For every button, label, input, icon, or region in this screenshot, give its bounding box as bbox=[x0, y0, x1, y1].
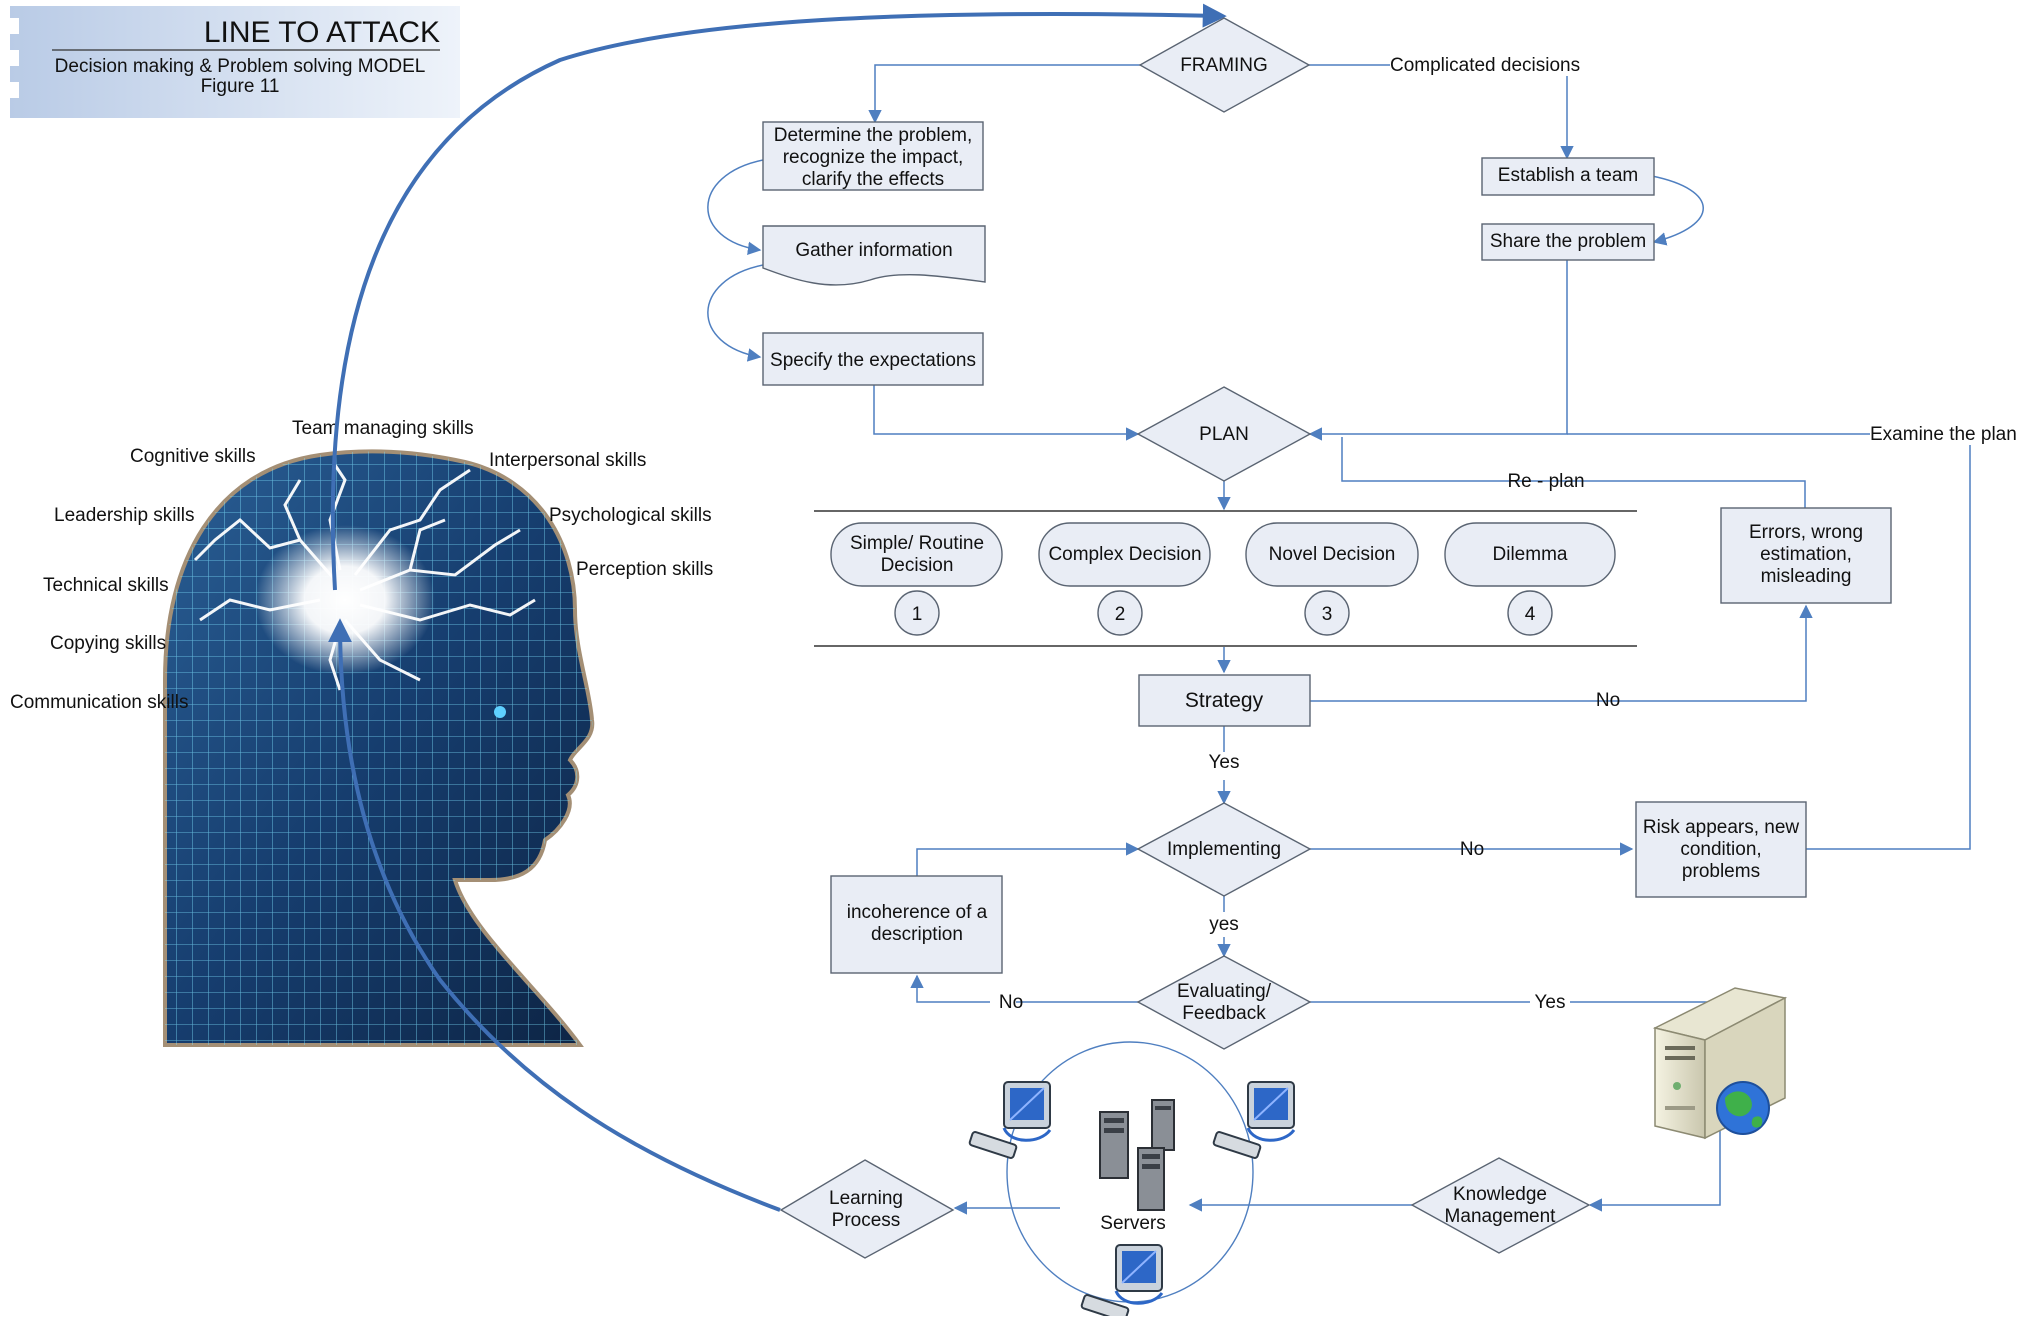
computer-monitor-icon bbox=[1212, 1081, 1296, 1159]
line-to-attack-arrow bbox=[330, 3, 1227, 591]
plan-decision bbox=[1136, 386, 1312, 482]
risk-line: Risk appears, new bbox=[1643, 817, 1800, 838]
risk-box bbox=[1635, 801, 1807, 898]
decision-type-number bbox=[1507, 590, 1553, 636]
evaluating-line: Feedback bbox=[1182, 1003, 1266, 1024]
decision-type-pill bbox=[1038, 522, 1211, 587]
edge-label: No bbox=[1596, 690, 1620, 711]
computer-monitor-icon bbox=[1080, 1244, 1164, 1321]
examine-plan-label: Examine the plan bbox=[1870, 424, 2017, 445]
specify-expectations-box bbox=[762, 332, 984, 386]
computer-monitor-icon bbox=[968, 1081, 1052, 1159]
decision-type-label: Novel Decision bbox=[1269, 544, 1396, 565]
risk-line: condition, bbox=[1680, 839, 1761, 860]
decision-type-number-label: 3 bbox=[1322, 604, 1333, 625]
share-problem-box bbox=[1481, 223, 1655, 261]
skill-label: Technical skills bbox=[43, 575, 169, 596]
decision-type-label: Complex Decision bbox=[1048, 544, 1201, 565]
gather-label: Gather information bbox=[795, 240, 952, 261]
skill-label: Interpersonal skills bbox=[489, 450, 646, 471]
skill-label: Psychological skills bbox=[549, 505, 712, 526]
edge-label: Yes bbox=[1535, 992, 1566, 1013]
decision-type-label: Simple/ Routine bbox=[850, 533, 984, 554]
server-rack-icon bbox=[1099, 1099, 1175, 1211]
knowledge-line: Knowledge bbox=[1453, 1184, 1547, 1205]
incoherence-box bbox=[830, 875, 1003, 974]
decision-type-number bbox=[894, 590, 940, 636]
complicated-decisions-label: Complicated decisions bbox=[1390, 55, 1580, 76]
edge-label: Yes bbox=[1209, 752, 1240, 773]
implementing-label: Implementing bbox=[1167, 839, 1281, 860]
edge-label: yes bbox=[1209, 914, 1239, 935]
errors-box bbox=[1720, 507, 1892, 604]
skill-label: Leadership skills bbox=[54, 505, 194, 526]
errors-line: misleading bbox=[1761, 566, 1852, 587]
servers-label: Servers bbox=[1100, 1213, 1165, 1234]
figure-header: LINE TO ATTACK Decision making & Problem… bbox=[10, 6, 460, 118]
framing-label: FRAMING bbox=[1180, 55, 1268, 76]
decision-type-label: Decision bbox=[881, 555, 954, 576]
knowledge-management-decision bbox=[1410, 1157, 1591, 1254]
decision-type-pill bbox=[830, 522, 1003, 587]
skill-label: Perception skills bbox=[576, 559, 713, 580]
plan-label: PLAN bbox=[1199, 424, 1249, 445]
errors-line: estimation, bbox=[1760, 544, 1852, 565]
web-server-globe-icon bbox=[1652, 987, 1788, 1140]
skill-label: Copying skills bbox=[50, 633, 166, 654]
replan-label: Re - plan bbox=[1507, 471, 1584, 492]
risk-line: problems bbox=[1682, 861, 1760, 882]
decision-type-number-label: 4 bbox=[1525, 604, 1536, 625]
implementing-decision bbox=[1136, 802, 1312, 897]
figure-title: LINE TO ATTACK bbox=[204, 16, 440, 49]
skill-label: Team managing skills bbox=[292, 418, 474, 439]
determine-line: recognize the impact, bbox=[783, 147, 964, 168]
decision-type-number bbox=[1304, 590, 1350, 636]
learning-line: Process bbox=[832, 1210, 901, 1231]
decision-type-number-label: 1 bbox=[912, 604, 923, 625]
knowledge-line: Management bbox=[1445, 1206, 1557, 1227]
skill-label: Communication skills bbox=[10, 692, 188, 713]
figure-number: Figure 11 bbox=[201, 76, 280, 97]
edge-label: No bbox=[999, 992, 1023, 1013]
decision-type-pill bbox=[1444, 522, 1616, 587]
evaluating-line: Evaluating/ bbox=[1177, 981, 1272, 1002]
decision-type-pill bbox=[1245, 522, 1419, 587]
gather-information-box bbox=[762, 225, 986, 286]
decision-type-label: Dilemma bbox=[1493, 544, 1568, 565]
edge-label: No bbox=[1460, 839, 1484, 860]
decision-type-number bbox=[1097, 590, 1143, 636]
incoherence-line: description bbox=[871, 924, 963, 945]
determine-line: Determine the problem, bbox=[774, 125, 973, 146]
edge-labels: Yes No No yes No Yes bbox=[999, 690, 1620, 1013]
learning-process-decision bbox=[779, 1159, 955, 1259]
share-label: Share the problem bbox=[1490, 231, 1646, 252]
evaluating-decision bbox=[1136, 955, 1312, 1050]
incoherence-line: incoherence of a bbox=[847, 902, 988, 923]
flow-nodes: FRAMING Complicated decisions Determine … bbox=[762, 17, 2017, 1259]
errors-line: Errors, wrong bbox=[1749, 522, 1863, 543]
connectors bbox=[707, 64, 1971, 1303]
specify-label: Specify the expectations bbox=[770, 350, 976, 371]
determine-problem-box bbox=[762, 121, 984, 191]
determine-line: clarify the effects bbox=[802, 169, 944, 190]
human-head-illustration bbox=[163, 449, 595, 1047]
framing-decision bbox=[1138, 17, 1311, 113]
strategy-box bbox=[1138, 674, 1311, 727]
decision-types: Simple/ Routine Decision 1 Complex Decis… bbox=[830, 522, 1616, 636]
establish-label: Establish a team bbox=[1498, 165, 1638, 186]
strategy-label: Strategy bbox=[1185, 689, 1264, 712]
decision-type-number-label: 2 bbox=[1115, 604, 1126, 625]
skill-label: Cognitive skills bbox=[130, 446, 256, 467]
learning-feedback-arrow bbox=[328, 618, 781, 1212]
establish-team-box bbox=[1481, 157, 1655, 196]
figure-subtitle: Decision making & Problem solving MODEL bbox=[55, 56, 426, 77]
learning-line: Learning bbox=[829, 1188, 903, 1209]
